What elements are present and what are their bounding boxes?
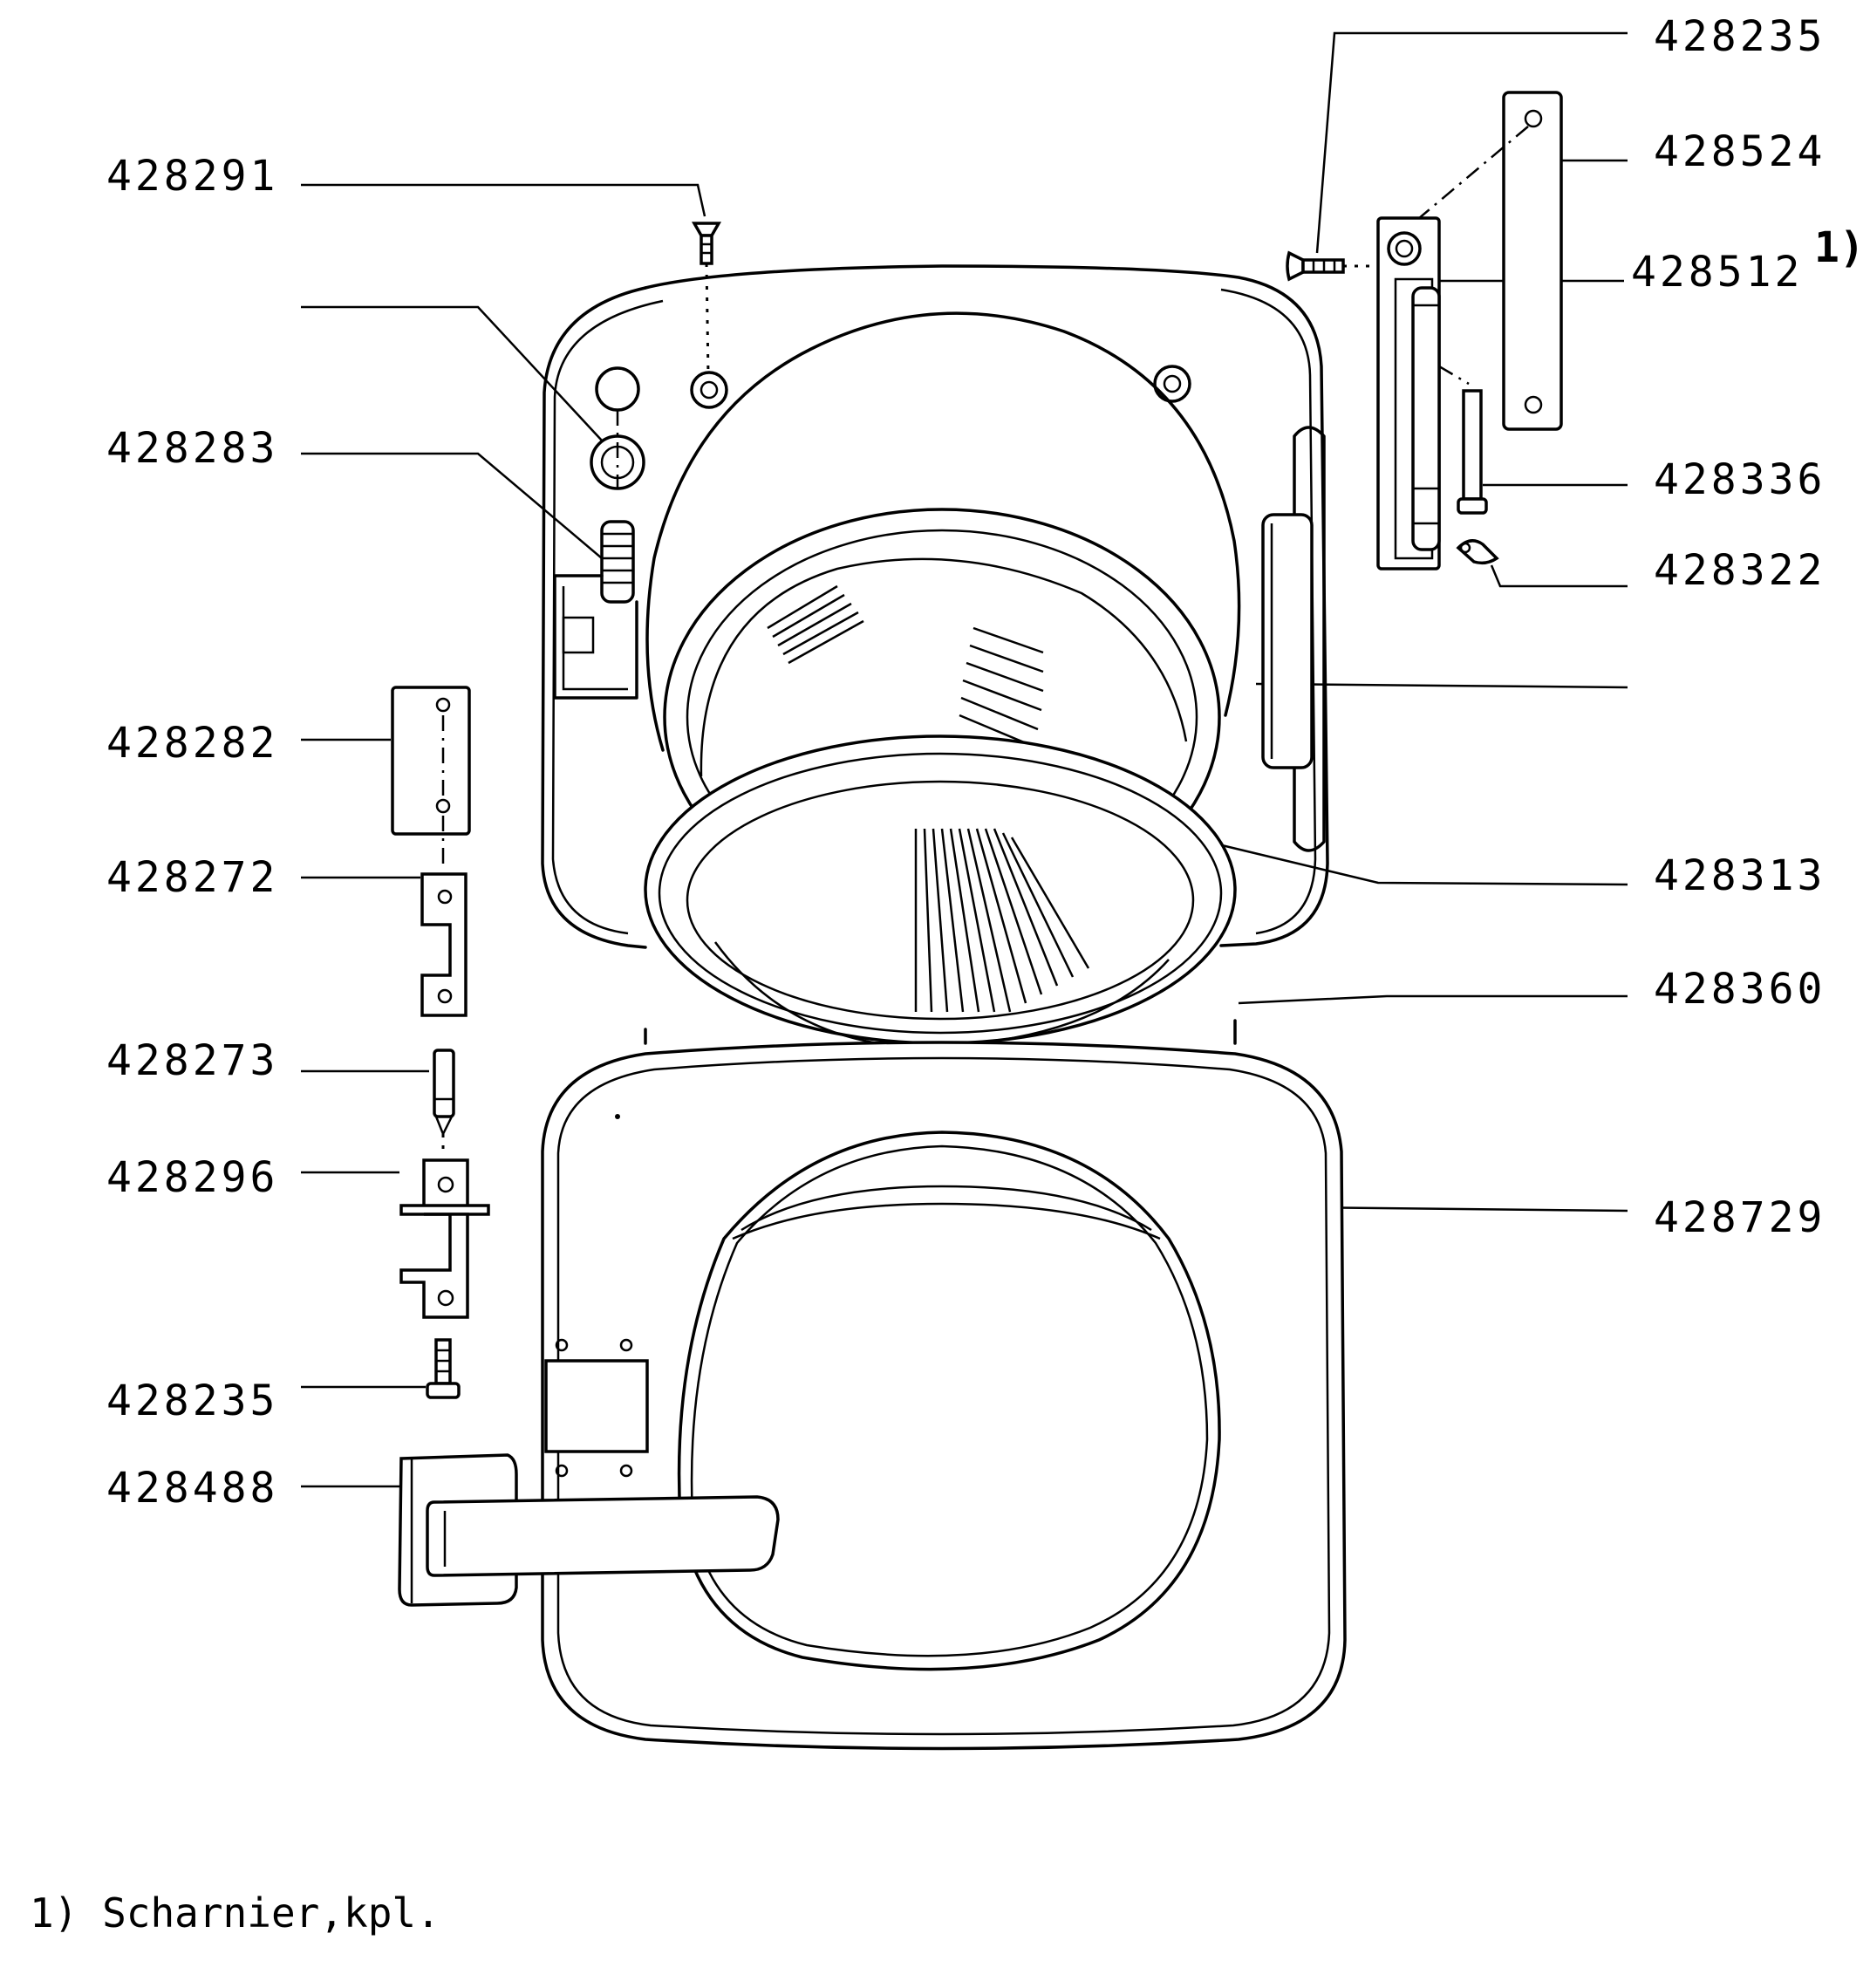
- leader-lines: [301, 31, 1628, 1488]
- label-428336: 428336: [1654, 455, 1826, 504]
- strike-plate-icon: [391, 686, 471, 869]
- pin-icon: [433, 1049, 455, 1155]
- footnote-text: 1) Scharnier,kpl.: [30, 1889, 440, 1937]
- hinge-strap-icon: [1412, 91, 1563, 431]
- label-428488: 428488: [106, 1464, 278, 1513]
- label-428282: 428282: [106, 719, 278, 768]
- screw-hole-icon: [690, 371, 728, 409]
- label-428273: 428273: [106, 1036, 278, 1085]
- retaining-clip-icon: [1456, 539, 1499, 565]
- hinge-body-icon: [1376, 216, 1470, 570]
- label-428512: 428512: [1631, 248, 1803, 297]
- label-428235-right: 428235: [1654, 12, 1826, 61]
- label-428524: 428524: [1654, 127, 1826, 176]
- label-428272: 428272: [106, 853, 278, 902]
- screw-icon: [426, 1338, 461, 1399]
- door-gasket-ring: [644, 734, 1237, 1049]
- handle-recess: [1261, 426, 1326, 852]
- spring-icon: [600, 520, 635, 604]
- screw-icon: [691, 222, 722, 376]
- hinge-bracket-icon: [399, 1158, 490, 1319]
- label-428322: 428322: [1654, 546, 1826, 595]
- latch-plate: [544, 1359, 649, 1453]
- label-428296: 428296: [106, 1153, 278, 1202]
- screw-icon: [1286, 250, 1378, 282]
- label-428235-left: 428235: [106, 1377, 278, 1425]
- label-428729: 428729: [1654, 1193, 1826, 1242]
- door-front-frame: [541, 1041, 1347, 1751]
- label-428313: 428313: [1654, 851, 1826, 900]
- door-handle: [398, 1453, 780, 1607]
- door-inner-panel: [541, 264, 1329, 949]
- footnote-marker: 1): [1814, 223, 1865, 272]
- latch-bracket-icon: [420, 872, 468, 1017]
- hinge-pin-icon: [1457, 389, 1488, 515]
- label-428283: 428283: [106, 424, 278, 473]
- label-428360: 428360: [1654, 965, 1826, 1014]
- label-428291: 428291: [106, 152, 278, 201]
- screw-hole-icon: [1153, 365, 1191, 403]
